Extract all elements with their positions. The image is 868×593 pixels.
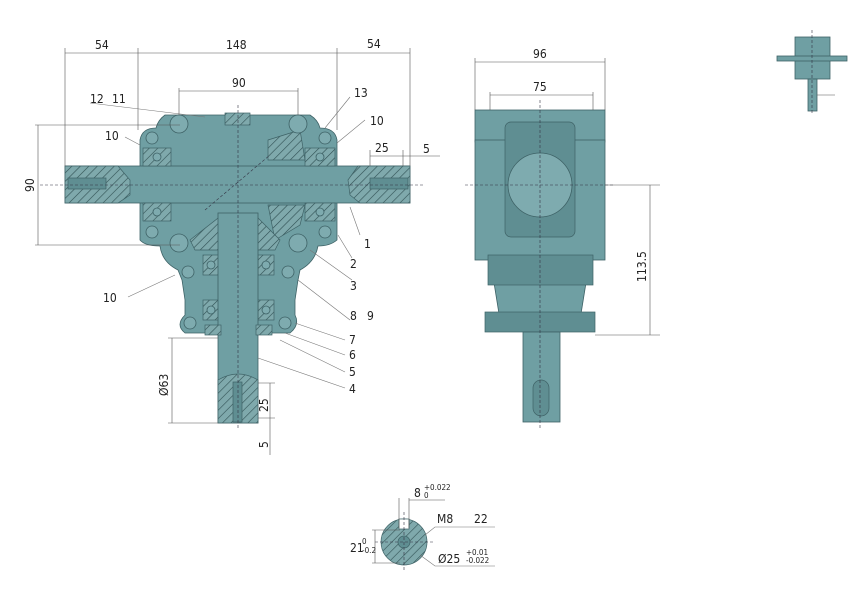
dim-output-key-offset: 5 [257,441,271,448]
dim-key-offset: 5 [423,142,430,156]
top-view-thumbnail [776,30,848,115]
dim-left-shaft: 54 [95,38,109,52]
label-8: 8 [350,309,357,323]
key-width: 8 [414,486,421,500]
breather-plug [224,112,251,126]
label-10-upper-left: 10 [105,129,119,143]
dim-side-height: 113.5 [635,251,649,282]
label-12: 12 [90,92,104,106]
side-flange [487,254,594,286]
dim-housing-width: 148 [226,38,247,52]
shaft-cross-section: 8 +0.022 0 M8 22 21 0 -0.2 Ø25 +0.01 -0.… [350,483,495,570]
key-depth: 21 [350,541,364,555]
key-depth-tol-lower: -0.2 [362,546,376,555]
dim-height: 90 [23,178,37,192]
seal-right [255,324,273,336]
dim-output-diameter: Ø63 [157,374,171,396]
left-thread-hole [67,177,107,190]
seal-left [204,324,222,336]
bevel-gear-right [267,204,306,241]
dim-bolt-spacing: 90 [232,76,246,90]
front-dimensions: 54 148 54 90 90 25 5 Ø63 25 [23,37,440,455]
right-thread-hole [369,177,409,190]
output-thread-hole [232,381,243,423]
side-view: 96 75 113.5 [465,47,660,428]
label-5: 5 [349,365,356,379]
dim-side-width: 96 [533,47,547,61]
label-10-upper-right: 10 [370,114,384,128]
label-1: 1 [364,237,371,251]
side-dimensions: 96 75 113.5 [474,47,660,336]
label-4: 4 [349,382,356,396]
part-labels: 12 11 13 10 10 10 1 2 3 8 9 7 6 5 [89,86,384,396]
thumb-output-shaft [807,78,818,112]
front-section-view: 54 148 54 90 90 25 5 Ø63 25 [23,37,440,455]
dim-key-length: 25 [375,141,389,155]
label-2: 2 [350,257,357,271]
dim-side-inner-width: 75 [533,80,547,94]
key-width-tol-lower: 0 [424,491,429,500]
label-6: 6 [349,348,356,362]
key-width-tol-upper: +0.022 [424,483,451,492]
dim-right-shaft: 54 [367,37,381,51]
diameter-tol-upper: +0.01 [466,548,488,557]
label-7: 7 [349,333,356,347]
bevel-gear-upper [267,129,306,161]
bearings [142,147,336,321]
thread-depth: 22 [474,512,488,526]
bolt-holes [145,114,332,330]
dim-output-key-length: 25 [257,398,271,412]
label-11: 11 [112,92,126,106]
thread-size: M8 [437,512,453,526]
shaft-diameter: Ø25 [438,552,460,566]
label-9: 9 [367,309,374,323]
label-3: 3 [350,279,357,293]
side-keyway [532,379,550,417]
label-13: 13 [354,86,368,100]
key-depth-tol-upper: 0 [362,537,367,546]
diameter-tol-lower: -0.022 [466,556,489,565]
label-10-lower-left: 10 [103,291,117,305]
